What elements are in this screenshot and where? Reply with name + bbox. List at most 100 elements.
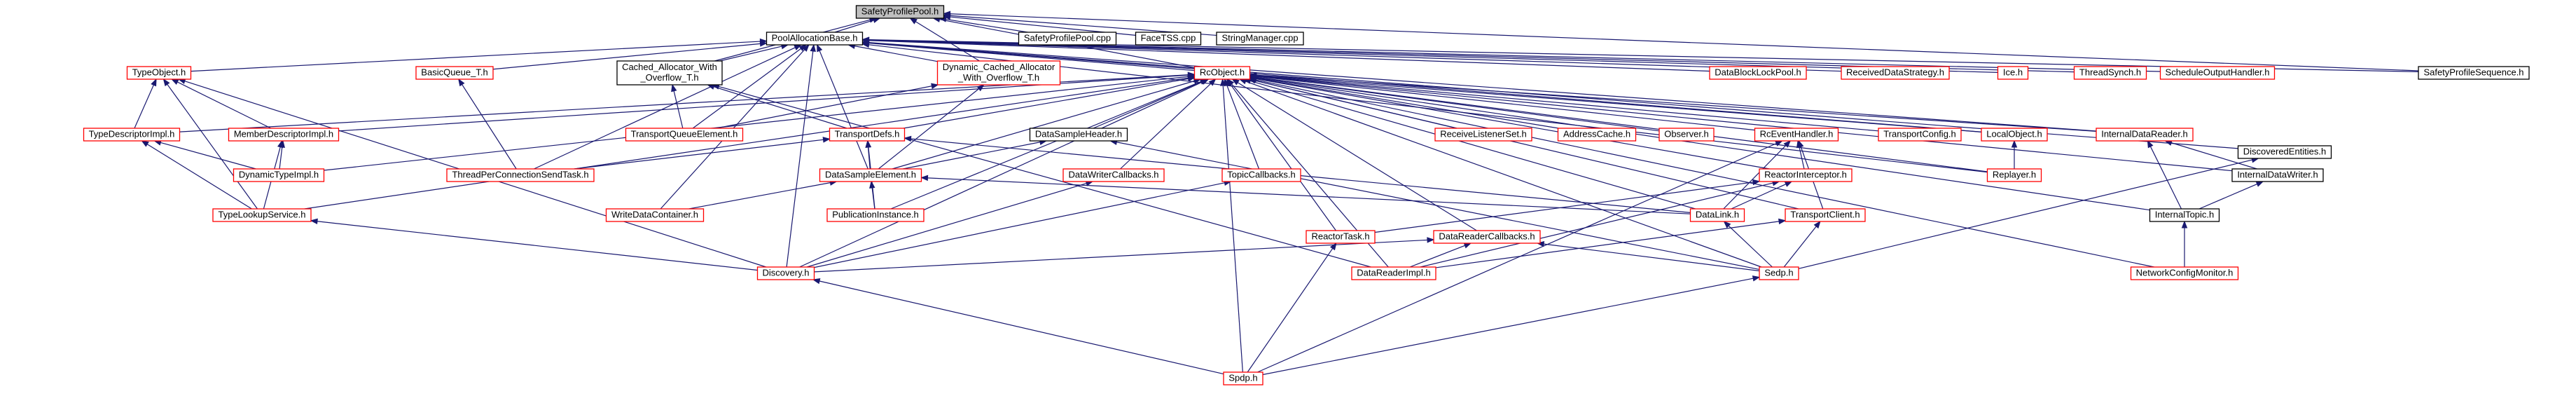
node-box [1434, 128, 1532, 142]
node-label: AddressCache.h [1563, 128, 1630, 139]
node-label: TransportQueueElement.h [631, 128, 738, 139]
edge-transport-client-to-rc-object [1247, 78, 1799, 210]
edge-thread-per-conn-to-basic-queue [458, 78, 517, 170]
node-schedule-output[interactable]: ScheduleOutputHandler.h [2159, 66, 2276, 80]
node-safety-seq[interactable]: SafetyProfileSequence.h [2418, 66, 2530, 80]
node-label: TransportClient.h [1790, 209, 1860, 219]
node-discovered-entities[interactable]: DiscoveredEntities.h [2237, 145, 2332, 159]
node-network-config-monitor[interactable]: NetworkConfigMonitor.h [2130, 266, 2239, 280]
node-cached-alloc[interactable]: Cached_Allocator_With_Overflow_T.h [616, 60, 723, 86]
nodes-layer: SafetyProfilePool.hSafetyProfilePool.cpp… [83, 5, 2530, 385]
node-label: ReactorTask.h [1311, 231, 1369, 241]
node-reactor-task[interactable]: ReactorTask.h [1306, 230, 1376, 244]
node-box [1841, 66, 1950, 80]
node-internal-data-reader[interactable]: InternalDataReader.h [2096, 128, 2194, 142]
edge-reactor-task-to-reactor-interceptor [1374, 179, 1761, 233]
node-thread-synch[interactable]: ThreadSynch.h [2073, 66, 2147, 80]
edge-data-link-to-data-sample-element [920, 175, 1691, 214]
node-reactor-interceptor[interactable]: ReactorInterceptor.h [1759, 168, 1853, 182]
node-box [1306, 230, 1376, 244]
node-receive-listener-set[interactable]: ReceiveListenerSet.h [1434, 128, 1532, 142]
node-thread-per-conn[interactable]: ThreadPerConnectionSendTask.h [446, 168, 595, 182]
node-label: FaceTSS.cpp [1141, 32, 1196, 43]
node-member-descriptor-impl[interactable]: MemberDescriptorImpl.h [228, 128, 340, 142]
edge-discovery-to-pool-alloc-base [786, 43, 816, 268]
node-received-data-strategy[interactable]: ReceivedDataStrategy.h [1841, 66, 1950, 80]
edge-sedp-to-data-reader-callbacks [1536, 240, 1760, 272]
node-rc-event-handler[interactable]: RcEventHandler.h [1754, 128, 1839, 142]
edge-discovery-to-data-writer-callbacks [806, 180, 1094, 268]
node-safety-pool[interactable]: SafetyProfilePool.h [855, 5, 945, 19]
node-write-data-container[interactable]: WriteDataContainer.h [605, 208, 705, 222]
edge-internal-data-reader-to-rc-object [1249, 72, 2097, 132]
node-safety-pool-cpp[interactable]: SafetyProfilePool.cpp [1018, 32, 1117, 46]
node-data-block-lock-pool[interactable]: DataBlockLockPool.h [1709, 66, 1807, 80]
node-address-cache[interactable]: AddressCache.h [1557, 128, 1637, 142]
node-internal-topic[interactable]: InternalTopic.h [2149, 208, 2220, 222]
node-internal-data-writer[interactable]: InternalDataWriter.h [2231, 168, 2324, 182]
node-local-object[interactable]: LocalObject.h [1981, 128, 2048, 142]
edge-sedp-to-data-link [1723, 221, 1773, 268]
node-dynamic-type-impl[interactable]: DynamicTypeImpl.h [233, 168, 325, 182]
node-label: Cached_Allocator_With [622, 62, 717, 72]
node-label: TopicCallbacks.h [1227, 169, 1296, 179]
node-box [1878, 128, 1962, 142]
edge-data-reader-impl-to-transport-client [1435, 218, 1787, 268]
node-type-descriptor-impl[interactable]: TypeDescriptorImpl.h [83, 128, 181, 142]
node-basic-queue[interactable]: BasicQueue_T.h [415, 66, 494, 80]
node-box [233, 168, 325, 182]
node-pool-alloc-base[interactable]: PoolAllocationBase.h [766, 32, 864, 46]
edge-type-descriptor-impl-to-type-object [134, 78, 157, 129]
node-data-writer-callbacks[interactable]: DataWriterCallbacks.h [1062, 168, 1165, 182]
node-publication-instance[interactable]: PublicationInstance.h [826, 208, 925, 222]
node-rc-object[interactable]: RcObject.h [1193, 66, 1251, 80]
node-label: Replayer.h [1993, 169, 2036, 179]
node-dyn-cached-alloc[interactable]: Dynamic_Cached_Allocator_With_Overflow_T… [936, 60, 1061, 86]
edge-discovery-to-type-lookup-service [310, 218, 758, 271]
node-data-reader-impl[interactable]: DataReaderImpl.h [1351, 266, 1436, 280]
edge-type-lookup-service-to-type-object [162, 78, 258, 210]
node-spdp[interactable]: Spdp.h [1223, 371, 1263, 385]
node-string-mgr-cpp[interactable]: StringManager.cpp [1216, 32, 1304, 46]
node-transport-queue-elem[interactable]: TransportQueueElement.h [625, 128, 744, 142]
node-label: InternalTopic.h [2155, 209, 2215, 219]
node-label: SafetyProfilePool.h [861, 6, 939, 16]
node-transport-client[interactable]: TransportClient.h [1785, 208, 1866, 222]
edge-transport-defs-to-cached-alloc [707, 83, 847, 129]
node-type-object[interactable]: TypeObject.h [126, 66, 192, 80]
node-data-sample-element[interactable]: DataSampleElement.h [819, 168, 922, 182]
node-transport-defs[interactable]: TransportDefs.h [829, 128, 906, 142]
node-box [1193, 66, 1251, 80]
node-observer[interactable]: Observer.h [1659, 128, 1715, 142]
node-box [756, 266, 815, 280]
node-box [1135, 32, 1202, 46]
node-box [1759, 266, 1799, 280]
edge-data-link-to-reactor-interceptor [1731, 181, 1793, 210]
node-label: TypeDescriptorImpl.h [89, 128, 175, 139]
node-transport-config[interactable]: TransportConfig.h [1878, 128, 1962, 142]
edge-internal-data-reader-to-pool-alloc-base [861, 39, 2097, 132]
edge-data-sample-header-to-rc-object [1093, 78, 1209, 129]
node-type-lookup-service[interactable]: TypeLookupService.h [212, 208, 312, 222]
node-data-link[interactable]: DataLink.h [1689, 208, 1745, 222]
node-facetss-cpp[interactable]: FaceTSS.cpp [1135, 32, 1202, 46]
node-label: ScheduleOutputHandler.h [2166, 67, 2270, 77]
edge-publication-instance-to-data-sample-element [869, 180, 875, 210]
node-sedp[interactable]: Sedp.h [1759, 266, 1799, 280]
edge-discovery-to-topic-callbacks [814, 179, 1232, 268]
node-label: ThreadSynch.h [2079, 67, 2141, 77]
node-label: TransportDefs.h [835, 128, 900, 139]
node-box [625, 128, 744, 142]
edge-reactor-task-to-rc-object [1226, 78, 1336, 231]
node-topic-callbacks[interactable]: TopicCallbacks.h [1221, 168, 1301, 182]
node-replayer[interactable]: Replayer.h [1986, 168, 2042, 182]
node-box [1689, 208, 1745, 222]
node-box [2418, 66, 2530, 80]
node-discovery[interactable]: Discovery.h [756, 266, 815, 280]
node-label: Observer.h [1664, 128, 1709, 139]
node-box [819, 168, 922, 182]
node-data-sample-header[interactable]: DataSampleHeader.h [1029, 128, 1128, 142]
node-box [2130, 266, 2239, 280]
node-ice[interactable]: Ice.h [1997, 66, 2029, 80]
node-data-reader-callbacks[interactable]: DataReaderCallbacks.h [1433, 230, 1541, 244]
